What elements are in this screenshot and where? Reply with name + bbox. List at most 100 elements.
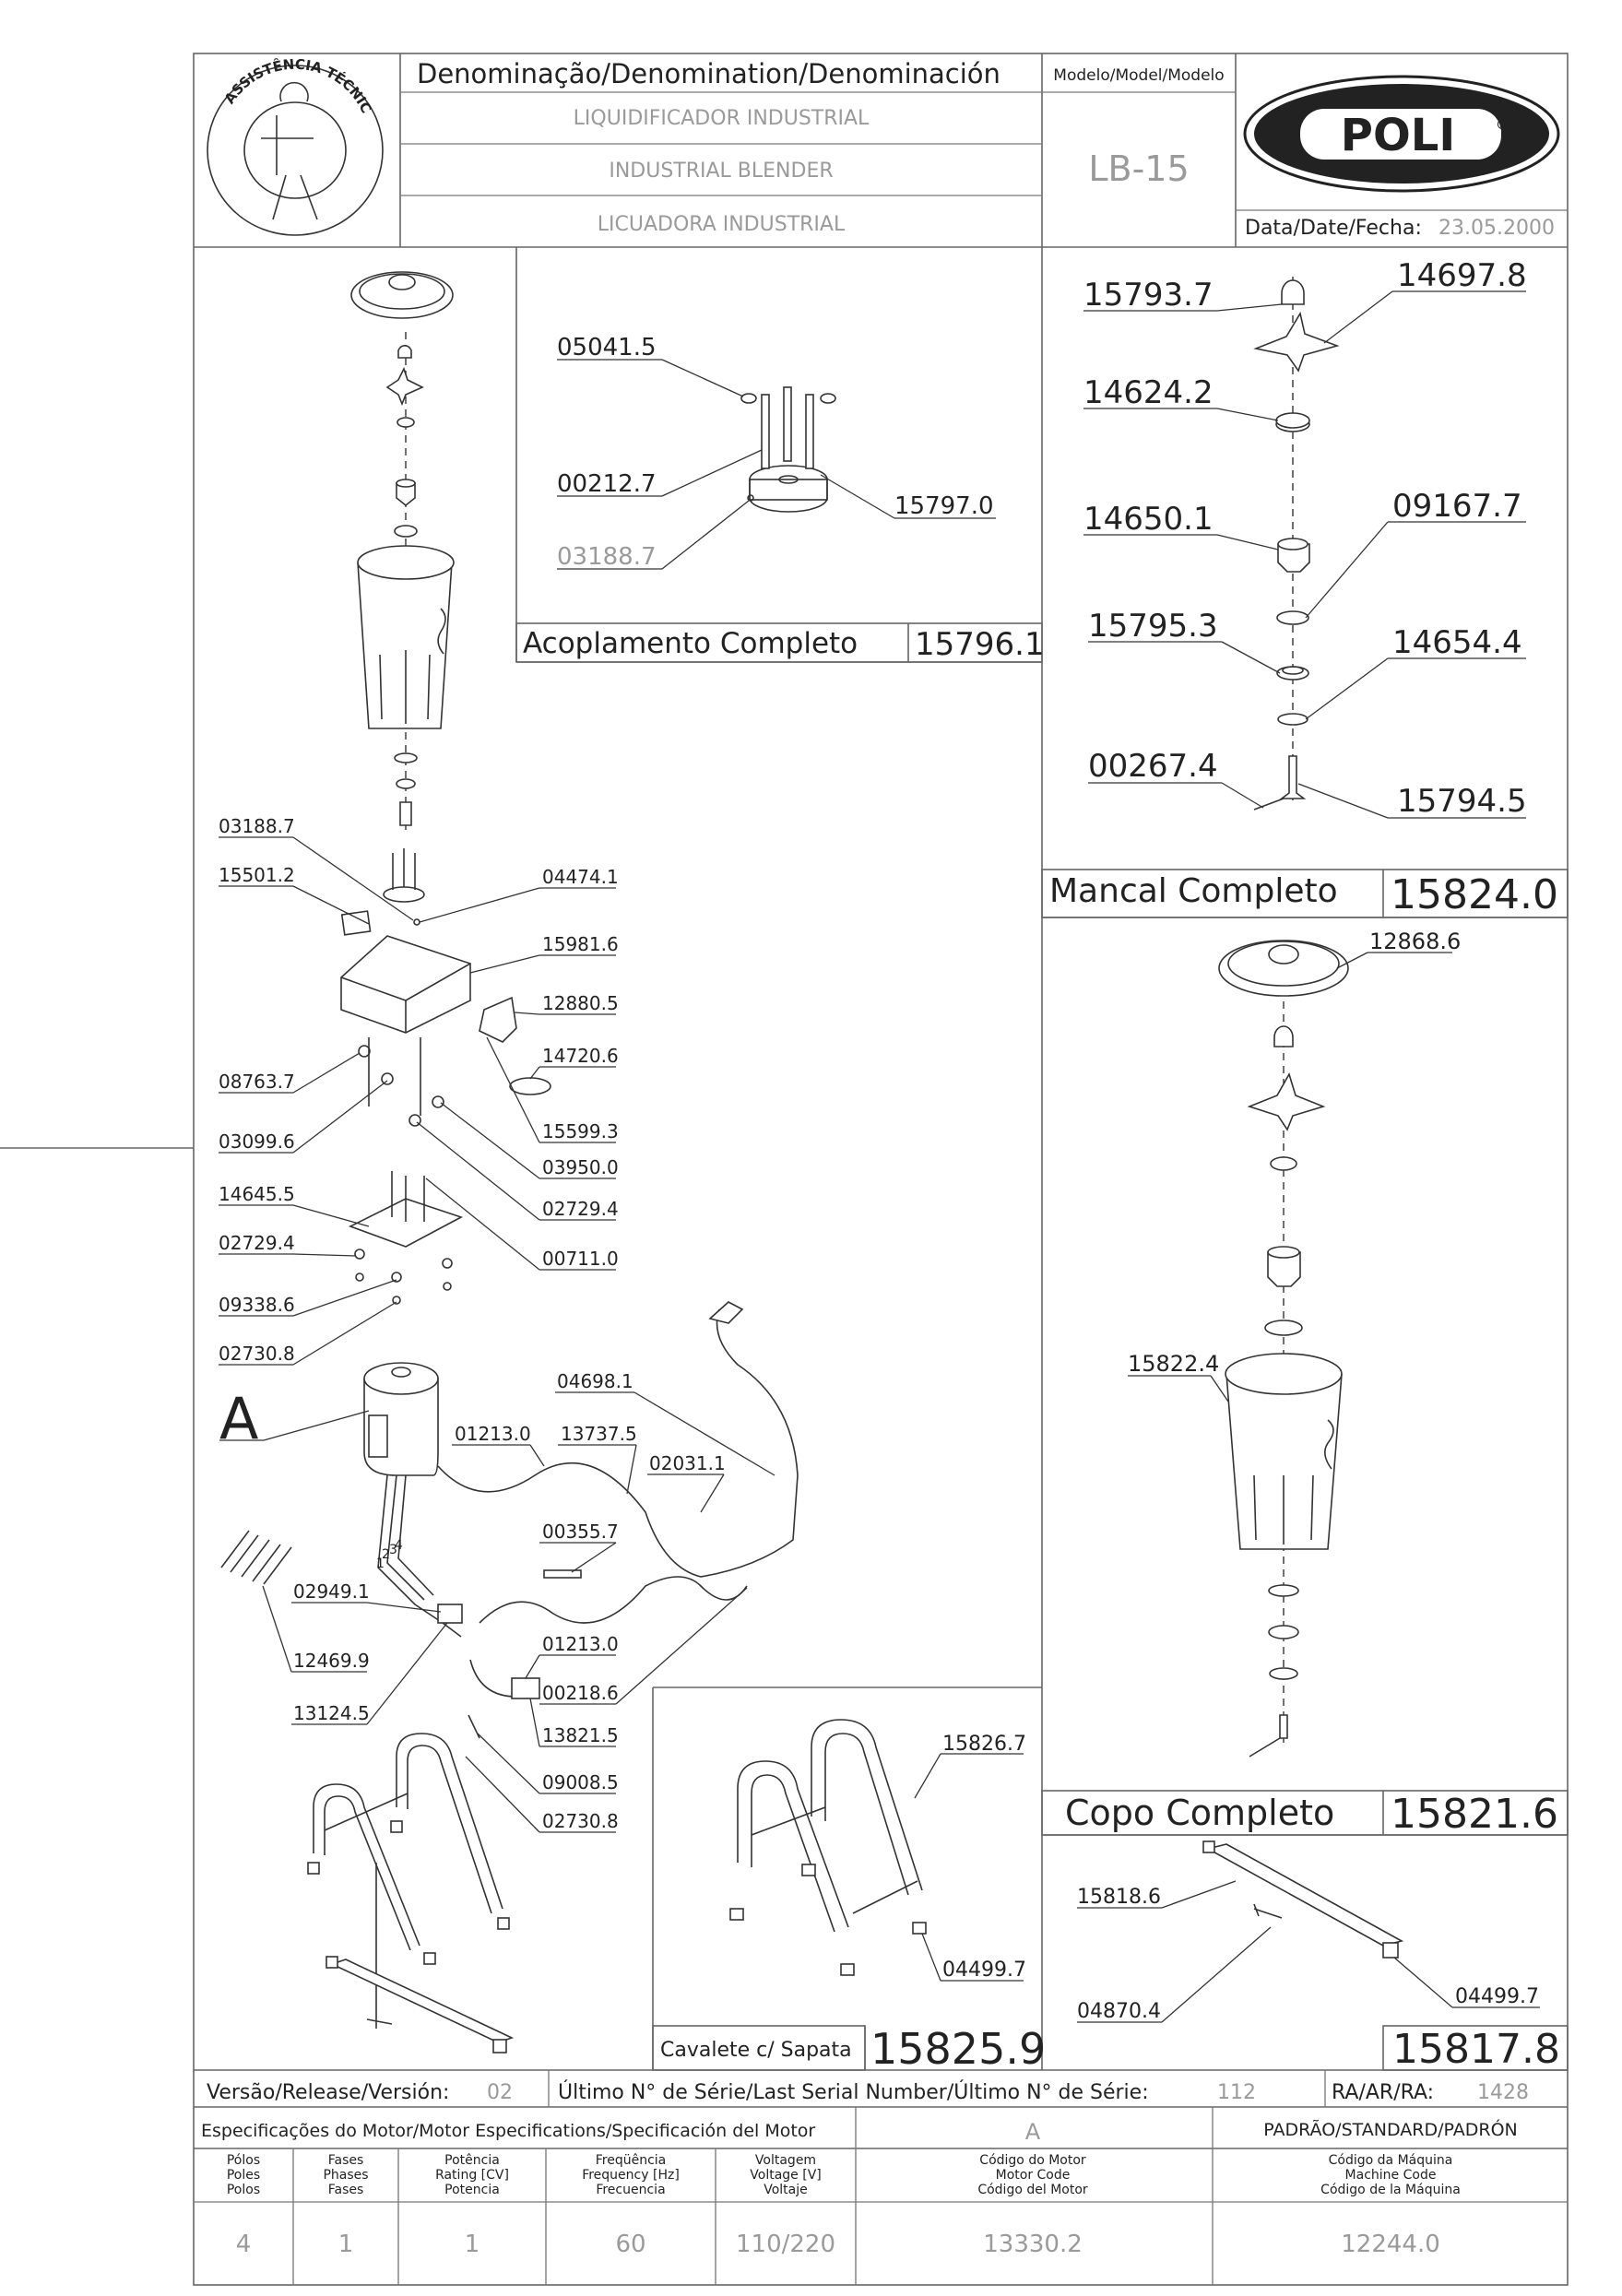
col-motor-code-h3: Código del Motor bbox=[977, 2183, 1088, 2197]
col-machine-code-h1: Código da Máquina bbox=[1329, 2153, 1453, 2168]
label-09167-7: 09167.7 bbox=[1392, 488, 1522, 525]
label-03188-7: 03188.7 bbox=[557, 543, 657, 571]
label-00267-4: 00267.4 bbox=[1088, 748, 1218, 785]
acoplamento-code: 15796.1 bbox=[915, 626, 1045, 663]
label-02730-8-mid: 02730.8 bbox=[219, 1343, 295, 1365]
col-phases-h3: Fases bbox=[328, 2183, 364, 2197]
label-12868-6: 12868.6 bbox=[1369, 929, 1461, 954]
cup-assembly-drawing bbox=[1218, 940, 1349, 1758]
motor-ref-a: A bbox=[219, 1385, 258, 1452]
ra-value: 1428 bbox=[1477, 2081, 1529, 2104]
label-15599-3-text: 15599.3 bbox=[542, 1120, 619, 1142]
label-04698-1: 04698.1 bbox=[557, 1370, 633, 1392]
col-frequency-h1: Freqüência bbox=[596, 2153, 667, 2168]
label-04499-7-crossbar: 04499.7 bbox=[1455, 1985, 1539, 2008]
main-exploded-view: 1 2 3 4 bbox=[220, 271, 799, 2053]
label-04474-1: 04474.1 bbox=[542, 866, 619, 888]
col-poles-h1: Pólos bbox=[227, 2153, 260, 2168]
name-portuguese: LIQUIDIFICADOR INDUSTRIAL bbox=[574, 107, 870, 130]
label-02729-4-mid: 02729.4 bbox=[219, 1232, 295, 1254]
label-00355-7: 00355.7 bbox=[542, 1521, 619, 1543]
coupling-assembly-drawing bbox=[740, 386, 836, 513]
col-phases-h1: Fases bbox=[328, 2153, 364, 2168]
label-00212-7: 00212.7 bbox=[557, 470, 657, 498]
label-15793-7: 15793.7 bbox=[1083, 277, 1214, 314]
date-label: Data/Date/Fecha: bbox=[1245, 217, 1422, 240]
frequency-value: 60 bbox=[615, 2231, 645, 2258]
label-02031-1: 02031.1 bbox=[649, 1452, 726, 1474]
label-12469-9: 12469.9 bbox=[293, 1650, 370, 1672]
label-13821-5: 13821.5 bbox=[542, 1724, 619, 1746]
label-15794-5: 15794.5 bbox=[1397, 783, 1527, 820]
wire-number-1: 1 bbox=[376, 1556, 385, 1571]
poles-value: 4 bbox=[236, 2231, 252, 2258]
col-voltage-h3: Voltaje bbox=[764, 2183, 808, 2197]
serial-value: 112 bbox=[1217, 2081, 1256, 2104]
label-14654-4: 14654.4 bbox=[1392, 624, 1522, 661]
label-15501-2: 15501.2 bbox=[219, 864, 295, 886]
brand-name: POLI bbox=[1341, 110, 1455, 161]
wire-number-2: 2 bbox=[382, 1547, 390, 1562]
label-01213-0-top: 01213.0 bbox=[455, 1423, 531, 1445]
label-08763-7: 08763.7 bbox=[219, 1071, 295, 1093]
label-04870-4: 04870.4 bbox=[1077, 2000, 1161, 2023]
label-00711-0: 00711.0 bbox=[542, 1248, 619, 1270]
label-04499-7-stand: 04499.7 bbox=[942, 1959, 1026, 1982]
label-15822-4: 15822.4 bbox=[1128, 1351, 1219, 1377]
col-machine-code-h3: Código de la Máquina bbox=[1320, 2183, 1461, 2197]
seal-text: ASSISTÊNCIA TÉCNICA AUTORIZADA bbox=[0, 0, 374, 116]
col-phases-h2: Phases bbox=[323, 2168, 368, 2183]
rating-value: 1 bbox=[465, 2231, 480, 2258]
label-15826-7: 15826.7 bbox=[942, 1733, 1026, 1756]
col-voltage-h1: Voltagem bbox=[755, 2153, 816, 2168]
wire-number-4: 4 bbox=[395, 1538, 403, 1553]
col-rating-h1: Potência bbox=[444, 2153, 500, 2168]
col-poles-h2: Poles bbox=[227, 2168, 260, 2183]
label-15795-3: 15795.3 bbox=[1088, 608, 1218, 645]
name-english: INDUSTRIAL BLENDER bbox=[609, 160, 833, 183]
bearing-assembly-drawing bbox=[1253, 277, 1340, 811]
cavalete-code: 15825.9 bbox=[870, 2024, 1046, 2074]
ra-label: RA/AR/RA: bbox=[1332, 2081, 1434, 2104]
travessa-code: 15817.8 bbox=[1392, 2026, 1560, 2073]
mancal-code: 15824.0 bbox=[1391, 871, 1558, 918]
label-13124-5: 13124.5 bbox=[293, 1702, 370, 1724]
wire-number-3: 3 bbox=[389, 1543, 397, 1557]
label-09008-5: 09008.5 bbox=[542, 1771, 619, 1793]
col-motor-code-h2: Motor Code bbox=[996, 2168, 1071, 2183]
phases-value: 1 bbox=[338, 2231, 354, 2258]
label-03950-0: 03950.0 bbox=[542, 1156, 619, 1178]
label-14645-5: 14645.5 bbox=[219, 1183, 295, 1205]
col-frequency-h2: Frequency [Hz] bbox=[582, 2168, 680, 2183]
motor-code-value: 13330.2 bbox=[983, 2231, 1083, 2258]
acoplamento-title: Acoplamento Completo bbox=[523, 627, 858, 660]
name-spanish: LICUADORA INDUSTRIAL bbox=[598, 213, 846, 236]
version-label: Versão/Release/Versión: bbox=[207, 2081, 449, 2104]
crossbar-drawing bbox=[1202, 1840, 1404, 1959]
label-14697-8: 14697.8 bbox=[1397, 257, 1527, 294]
label-01213-0-bottom: 01213.0 bbox=[542, 1633, 619, 1655]
label-15818-6: 15818.6 bbox=[1077, 1886, 1161, 1909]
denomination-label: Denominação/Denomination/Denominación bbox=[417, 58, 1000, 89]
label-03099-6: 03099.6 bbox=[219, 1130, 295, 1153]
label-15981-6: 15981.6 bbox=[542, 933, 619, 955]
col-poles-h3: Polos bbox=[227, 2183, 260, 2197]
label-03188-7-main: 03188.7 bbox=[219, 815, 295, 837]
col-machine-code-h2: Machine Code bbox=[1345, 2168, 1437, 2183]
label-05041-5: 05041.5 bbox=[557, 334, 657, 361]
copo-code: 15821.6 bbox=[1391, 1791, 1558, 1838]
main-view-labels: 03188.7 15501.2 04474.1 15981.6 12880.5 … bbox=[219, 815, 775, 1833]
label-02729-4-top: 02729.4 bbox=[542, 1198, 619, 1220]
brand-registered-mark: ® bbox=[1496, 118, 1509, 133]
label-09338-6: 09338.6 bbox=[219, 1294, 295, 1316]
col-rating-h3: Potencia bbox=[444, 2183, 500, 2197]
label-02730-8-bottom: 02730.8 bbox=[542, 1810, 619, 1832]
col-rating-h2: Rating [CV] bbox=[435, 2168, 509, 2183]
model-value: LB-15 bbox=[1088, 148, 1189, 189]
col-voltage-h2: Voltage [V] bbox=[750, 2168, 821, 2183]
copo-title: Copo Completo bbox=[1065, 1793, 1334, 1833]
label-00218-6: 00218.6 bbox=[542, 1682, 619, 1704]
authorized-service-seal: ASSISTÊNCIA TÉCNICA AUTORIZADA bbox=[0, 0, 384, 236]
serial-label: Último N° de Série/Last Serial Number/Úl… bbox=[558, 2080, 1149, 2104]
